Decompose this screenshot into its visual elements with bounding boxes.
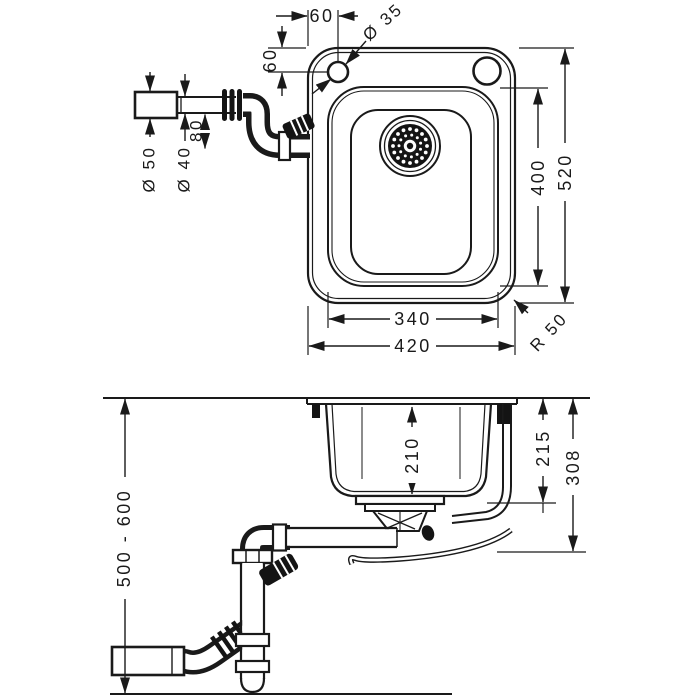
accessory-hole: [472, 56, 502, 86]
section-view: 210 215 308 500 - 600: [103, 397, 590, 695]
sink-outline: [306, 46, 517, 305]
dim-corner-radius: R 50: [513, 299, 572, 356]
dim-label-pipe-offset: 80: [187, 118, 206, 142]
wall-outlet-stub: [110, 645, 186, 677]
trap-horizontal-pipe: [231, 523, 398, 565]
dim-basin-length: 400: [500, 87, 548, 287]
dim-total-depth: 308: [497, 398, 586, 553]
dim-label-basin-depth: 210: [402, 436, 422, 474]
dim-tap-hole-offset-x: 60: [276, 6, 358, 61]
dim-tap-hole-offset-y: 60: [260, 26, 327, 96]
dim-label-outlet-dia: Ø 50: [140, 146, 159, 193]
dim-pipe-offset: 80: [187, 114, 210, 149]
dim-overall-width: 420: [307, 306, 516, 356]
dim-label-overall-length: 520: [555, 153, 575, 191]
plan-drain-pipework: [133, 89, 315, 162]
dim-overall-length: 520: [519, 47, 575, 304]
overflow-hose: [347, 527, 513, 566]
dim-outlet-dia: Ø 50: [140, 72, 159, 192]
trap-nut: [231, 548, 274, 565]
dim-label-tap-hole-dia: Ø 35: [359, 0, 407, 45]
appliance-branch-connector: [259, 553, 299, 586]
dim-label-total-depth: 308: [563, 448, 583, 486]
threaded-connector: [282, 113, 315, 139]
dim-label-basin-length: 400: [528, 158, 548, 196]
outlet-branch-pipe: [110, 618, 259, 677]
overflow-channel: [451, 404, 512, 524]
drain-strainer: [379, 115, 441, 177]
dim-label-outlet-height-range: 500 - 600: [114, 489, 134, 588]
dim-outlet-height-range: 500 - 600: [114, 398, 136, 694]
dim-underside-depth: 215: [487, 398, 556, 513]
waste-housing: [354, 494, 446, 541]
top-view: 60 60 Ø 35 Ø 50 Ø 40: [133, 0, 575, 356]
tap-hole: [326, 60, 350, 84]
dim-label-underside-depth: 215: [533, 429, 553, 467]
dim-trap-pipe-dia: Ø 40: [175, 74, 194, 192]
trap-vertical-pipe: [234, 553, 299, 694]
dim-label-offset-y: 60: [260, 47, 280, 72]
dim-basin-width: 340: [327, 292, 499, 329]
dim-label-offset-x: 60: [309, 6, 334, 26]
dim-label-corner-radius: R 50: [526, 309, 571, 356]
dim-label-trap-pipe-dia: Ø 40: [175, 146, 194, 193]
dim-basin-depth: 210: [402, 406, 422, 495]
dim-label-overall-width: 420: [394, 336, 432, 356]
strainer-holes: [391, 127, 429, 165]
dim-label-basin-width: 340: [394, 309, 432, 329]
